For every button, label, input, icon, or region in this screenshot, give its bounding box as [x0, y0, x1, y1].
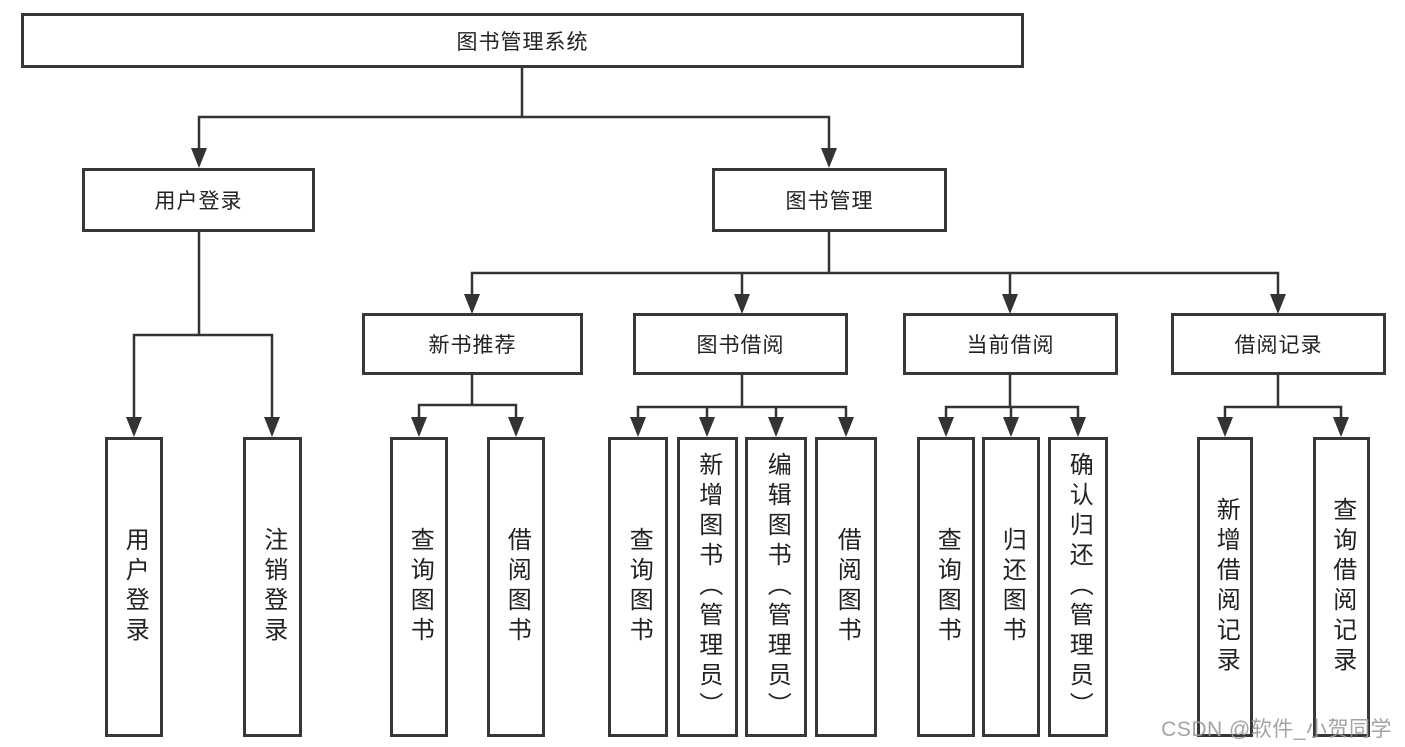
- node-label: 归还图书: [998, 527, 1026, 647]
- node-label: 图书管理: [785, 190, 874, 213]
- leaf-query-borrow-record: 查询借阅记录: [1313, 437, 1370, 737]
- leaf-edit-books-admin: 编辑图书（管理员）: [745, 437, 807, 737]
- leaf-user-login: 用户登录: [105, 437, 163, 737]
- leaf-borrow-books: 借阅图书: [815, 437, 877, 737]
- leaf-add-books-admin: 新增图书（管理员）: [677, 437, 738, 737]
- node-label: 确认归还（管理员）: [1065, 452, 1093, 722]
- node-borrowing-records: 借阅记录: [1171, 313, 1386, 375]
- node-new-book-recommendation: 新书推荐: [362, 313, 583, 375]
- node-label: 用户登录: [154, 190, 243, 213]
- node-label: 图书管理系统: [456, 30, 589, 54]
- node-label: 借阅图书: [503, 527, 531, 647]
- node-label: 查询图书: [933, 527, 961, 647]
- node-label: 查询图书: [406, 527, 434, 647]
- leaf-borrow-books-recommend: 借阅图书: [487, 437, 545, 737]
- node-label: 用户登录: [121, 527, 149, 647]
- leaf-query-books-borrow: 查询图书: [608, 437, 668, 737]
- node-book-borrowing: 图书借阅: [633, 313, 848, 375]
- node-user-login: 用户登录: [82, 168, 315, 232]
- csdn-watermark: CSDN @软件_小贺同学: [1161, 718, 1392, 741]
- node-label: 查询图书: [625, 527, 653, 647]
- node-label: 查询借阅记录: [1328, 497, 1356, 677]
- node-label: 图书借阅: [696, 334, 785, 357]
- node-label: 新书推荐: [428, 334, 517, 357]
- leaf-return-books: 归还图书: [982, 437, 1040, 737]
- leaf-query-books-current: 查询图书: [917, 437, 975, 737]
- node-label: 新增图书（管理员）: [694, 452, 722, 722]
- node-book-management: 图书管理: [712, 168, 947, 232]
- node-current-borrowing: 当前借阅: [903, 313, 1118, 375]
- node-label: 借阅图书: [833, 527, 861, 647]
- node-label: 新增借阅记录: [1212, 497, 1240, 677]
- node-root-library-system: 图书管理系统: [21, 13, 1024, 68]
- node-label: 当前借阅: [966, 334, 1055, 357]
- leaf-add-borrow-record: 新增借阅记录: [1197, 437, 1253, 737]
- node-label: 注销登录: [259, 527, 287, 647]
- leaf-query-books-recommend: 查询图书: [390, 437, 448, 737]
- node-label: 借阅记录: [1234, 334, 1323, 357]
- leaf-confirm-return-admin: 确认归还（管理员）: [1048, 437, 1108, 737]
- arrowheads: [126, 148, 1349, 437]
- node-label: 编辑图书（管理员）: [763, 452, 791, 722]
- leaf-logout: 注销登录: [243, 437, 302, 737]
